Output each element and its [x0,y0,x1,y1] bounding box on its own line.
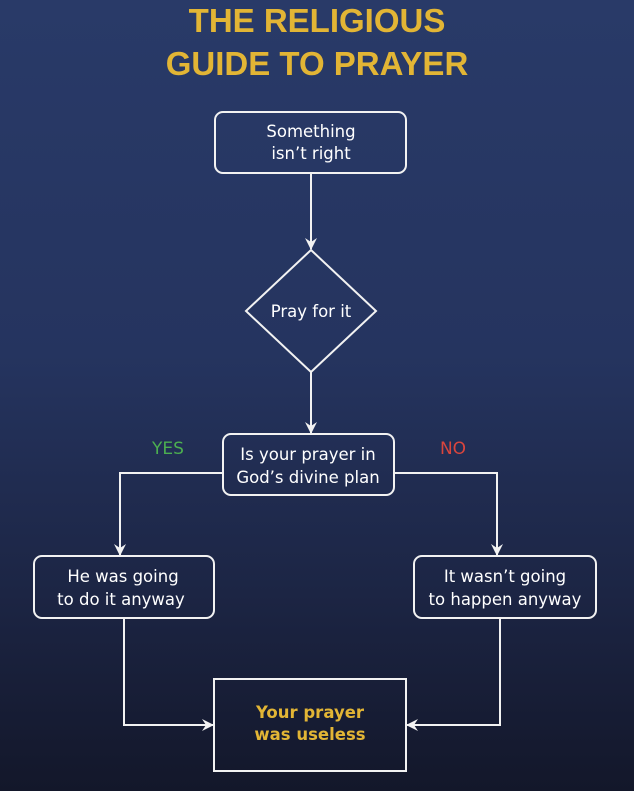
edge-no [394,472,503,556]
end-line-1: Your prayer [255,703,365,722]
question-node [222,433,395,496]
start-node-line-2: isn’t right [271,144,351,163]
no-result-node [413,555,597,619]
end-node [213,678,407,772]
question-line-2: God’s divine plan [236,468,379,487]
question-line-1: Is your prayer in [240,445,375,464]
title-line-2: GUIDE TO PRAYER [166,45,469,82]
edge-no-to-end [406,618,501,731]
yes-label: YES [151,439,184,459]
no-result-line-2: to happen anyway [429,590,582,609]
yes-result-line-2: to do it anyway [57,590,185,609]
edge-yes-to-end [123,618,214,731]
start-node [214,111,407,174]
edge-yes [114,472,223,556]
end-line-2: was useless [254,725,365,744]
no-result-line-1: It wasn’t going [444,567,566,586]
pray-label: Pray for it [271,302,352,321]
start-node-line-1: Something [266,122,355,141]
no-label: NO [440,439,466,459]
yes-result-line-1: He was going [67,567,178,586]
title-line-1: THE RELIGIOUS [189,2,446,39]
